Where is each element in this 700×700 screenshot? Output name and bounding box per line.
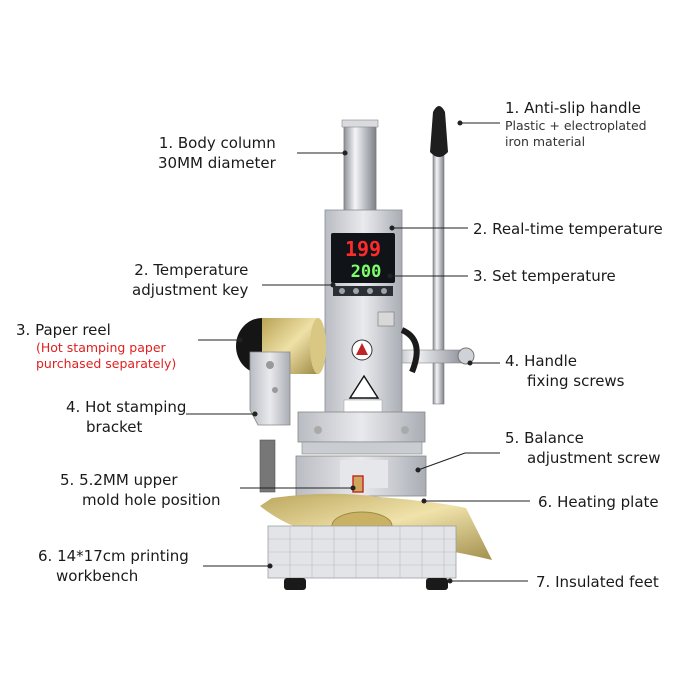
- anti-slip-handle-sub2: iron material: [505, 134, 586, 149]
- insulated-foot-left: [284, 578, 306, 590]
- handle-rod: [432, 141, 445, 405]
- label-temperature-adjustment-key: 2. Temperature adjustment key: [110, 260, 248, 300]
- temp-adjust-key-line1: 2. Temperature: [134, 261, 249, 279]
- body-column-label-line1: 1. Body column: [158, 134, 276, 152]
- label-real-time-temperature: 2. Real-time temperature: [473, 220, 663, 238]
- balance-screw-line2: adjustment screw: [527, 449, 661, 467]
- hot-stamping-bracket: [249, 351, 291, 426]
- label-anti-slip-handle: 1. Anti-slip handle Plastic + electropla…: [505, 98, 647, 150]
- label-set-temperature: 3. Set temperature: [473, 267, 616, 285]
- paper-reel-sub2: purchased separately): [36, 356, 177, 371]
- upper-mold-hole-line2: mold hole position: [82, 491, 221, 509]
- body-column-label-line2: 30MM diameter: [158, 154, 276, 172]
- set-temp-digits: 200: [351, 262, 382, 282]
- real-time-temp-digits: 199: [345, 237, 381, 261]
- paper-reel-title: 3. Paper reel: [16, 321, 111, 339]
- paper-reel-sub1: (Hot stamping paper: [36, 340, 166, 355]
- upper-mold-hole-line1: 5. 5.2MM upper: [60, 471, 178, 489]
- hot-stamping-bracket-line1: 4. Hot stamping: [66, 398, 187, 416]
- printing-workbench-line2: workbench: [56, 567, 139, 585]
- insulated-foot-right: [426, 578, 448, 590]
- label-handle-fixing-screws: 4. Handle fixing screws: [505, 351, 625, 391]
- label-paper-reel: 3. Paper reel (Hot stamping paper purcha…: [16, 320, 176, 372]
- anti-slip-handle-grip: [430, 106, 448, 157]
- anti-slip-handle-title: 1. Anti-slip handle: [505, 99, 641, 117]
- balance-screw-line1: 5. Balance: [505, 429, 584, 447]
- anti-slip-handle-sub1: Plastic + electroplated: [505, 118, 647, 133]
- label-insulated-feet: 7. Insulated feet: [536, 573, 659, 591]
- temp-adjust-key-line2: adjustment key: [132, 281, 249, 299]
- label-upper-mold-hole: 5. 5.2MM upper mold hole position: [60, 470, 221, 510]
- handle-fixing-screws-line2: fixing screws: [527, 372, 625, 390]
- handle-fixing-screws-line1: 4. Handle: [505, 352, 577, 370]
- printing-workbench-line1: 6. 14*17cm printing: [38, 547, 189, 565]
- temperature-display: [331, 233, 395, 283]
- label-hot-stamping-bracket: 4. Hot stamping bracket: [66, 397, 186, 437]
- body-column: [343, 122, 377, 216]
- hot-stamping-bracket-line2: bracket: [86, 418, 143, 436]
- label-printing-workbench: 6. 14*17cm printing workbench: [38, 546, 189, 586]
- temperature-keys: [333, 286, 393, 296]
- label-balance-adjustment-screw: 5. Balance adjustment screw: [505, 428, 660, 468]
- label-heating-plate: 6. Heating plate: [538, 493, 659, 511]
- label-body-column: 1. Body column 30MM diameter: [158, 133, 276, 173]
